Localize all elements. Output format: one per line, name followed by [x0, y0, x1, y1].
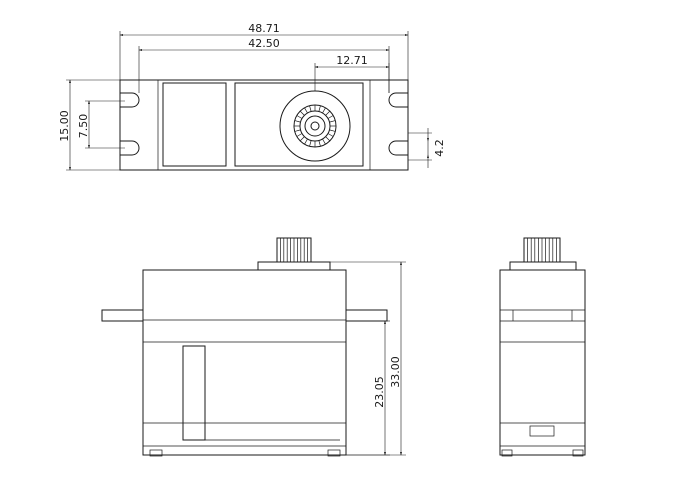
spline-tooth [294, 129, 301, 132]
dim-overall-width: 48.71 [248, 22, 280, 35]
dim-total-height: 33.00 [389, 356, 402, 388]
label-panel [162, 82, 227, 167]
spline-tooth [322, 138, 326, 145]
end-top-cap [509, 261, 577, 271]
right-upper-slot [388, 92, 408, 108]
side-body [142, 269, 347, 456]
spline-tooth [318, 105, 321, 112]
gear-circle-outer [279, 90, 351, 162]
spline-tooth [327, 115, 334, 119]
spline-tooth [325, 136, 331, 142]
end-view [499, 237, 586, 457]
end-cable-exit [529, 425, 555, 437]
spline-tooth [304, 107, 308, 114]
spline-tooth [304, 138, 308, 145]
dim-slot-spacing: 7.50 [77, 114, 90, 139]
end-body [499, 269, 586, 456]
spline-tooth [294, 120, 301, 123]
spline-tooth [325, 110, 331, 116]
side-top-cap [257, 261, 331, 271]
spline-tooth [309, 105, 312, 112]
shaft-screw [310, 121, 320, 131]
spline-tooth [299, 110, 305, 116]
spline-tooth [299, 136, 305, 142]
dim-shaft-offset: 12.71 [336, 54, 368, 67]
shaft-hub [304, 115, 326, 137]
spline-tooth [329, 129, 336, 132]
cable-slot [182, 345, 206, 441]
gear-housing [234, 82, 364, 167]
left-upper-slot [120, 92, 140, 108]
spline-tooth [322, 107, 326, 114]
top-view: 48.71 42.50 12.71 15.00 7.50 4.2 [58, 22, 446, 171]
spline-tooth [318, 140, 321, 147]
right-lower-slot [388, 140, 408, 156]
end-spline-ridges [527, 238, 557, 262]
spline-tooth [327, 133, 334, 137]
dim-slot-width: 4.2 [433, 139, 446, 157]
spline-tooth [296, 115, 303, 119]
dim-mount-to-top: 23.05 [373, 376, 386, 408]
side-mounting-tab [101, 309, 388, 322]
spline-teeth [294, 105, 336, 147]
dim-tab-height: 15.00 [58, 110, 71, 142]
top-view-outline [119, 79, 409, 171]
side-spline-ridges [280, 238, 308, 262]
spline-tooth [309, 140, 312, 147]
dim-hole-spacing: 42.50 [248, 37, 280, 50]
spline-tooth [296, 133, 303, 137]
spline-tooth [329, 120, 336, 123]
side-view: 33.00 23.05 [101, 237, 406, 457]
left-lower-slot [120, 140, 140, 156]
